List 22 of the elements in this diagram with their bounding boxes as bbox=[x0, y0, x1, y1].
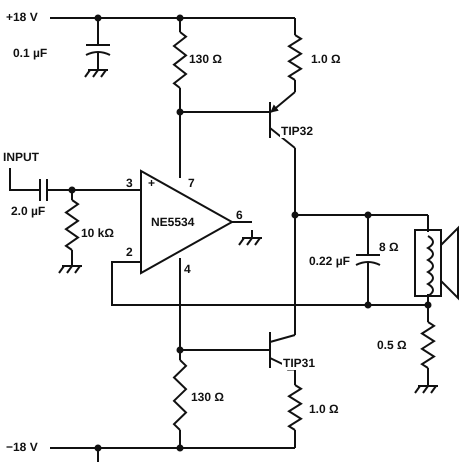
component-value: 0.1 µF bbox=[12, 46, 48, 60]
component-value: 0.22 µF bbox=[308, 254, 351, 268]
component-value: 2.0 µF bbox=[10, 204, 46, 218]
part-number: NE5534 bbox=[150, 215, 196, 229]
voltage-label: +18 V bbox=[5, 10, 39, 24]
component-value: 10 kΩ bbox=[80, 226, 115, 240]
plus-sign: + bbox=[148, 176, 156, 190]
part-number: TIP31 bbox=[282, 356, 316, 370]
component-value: 0.5 Ω bbox=[376, 338, 408, 352]
component-value: 1.0 Ω bbox=[310, 52, 342, 66]
pin-number: 6 bbox=[236, 208, 243, 222]
voltage-label: −18 V bbox=[5, 440, 39, 454]
pin-number: 4 bbox=[184, 262, 191, 276]
pin-number: 7 bbox=[188, 176, 195, 190]
pin-number: 3 bbox=[126, 176, 133, 190]
component-value: 130 Ω bbox=[190, 390, 225, 404]
pin-number: 2 bbox=[126, 245, 133, 259]
component-value: 1.0 Ω bbox=[308, 402, 340, 416]
component-value: 130 Ω bbox=[188, 52, 223, 66]
input-label: INPUT bbox=[2, 150, 40, 164]
part-number: TIP32 bbox=[280, 124, 314, 138]
component-value: 8 Ω bbox=[378, 240, 400, 254]
